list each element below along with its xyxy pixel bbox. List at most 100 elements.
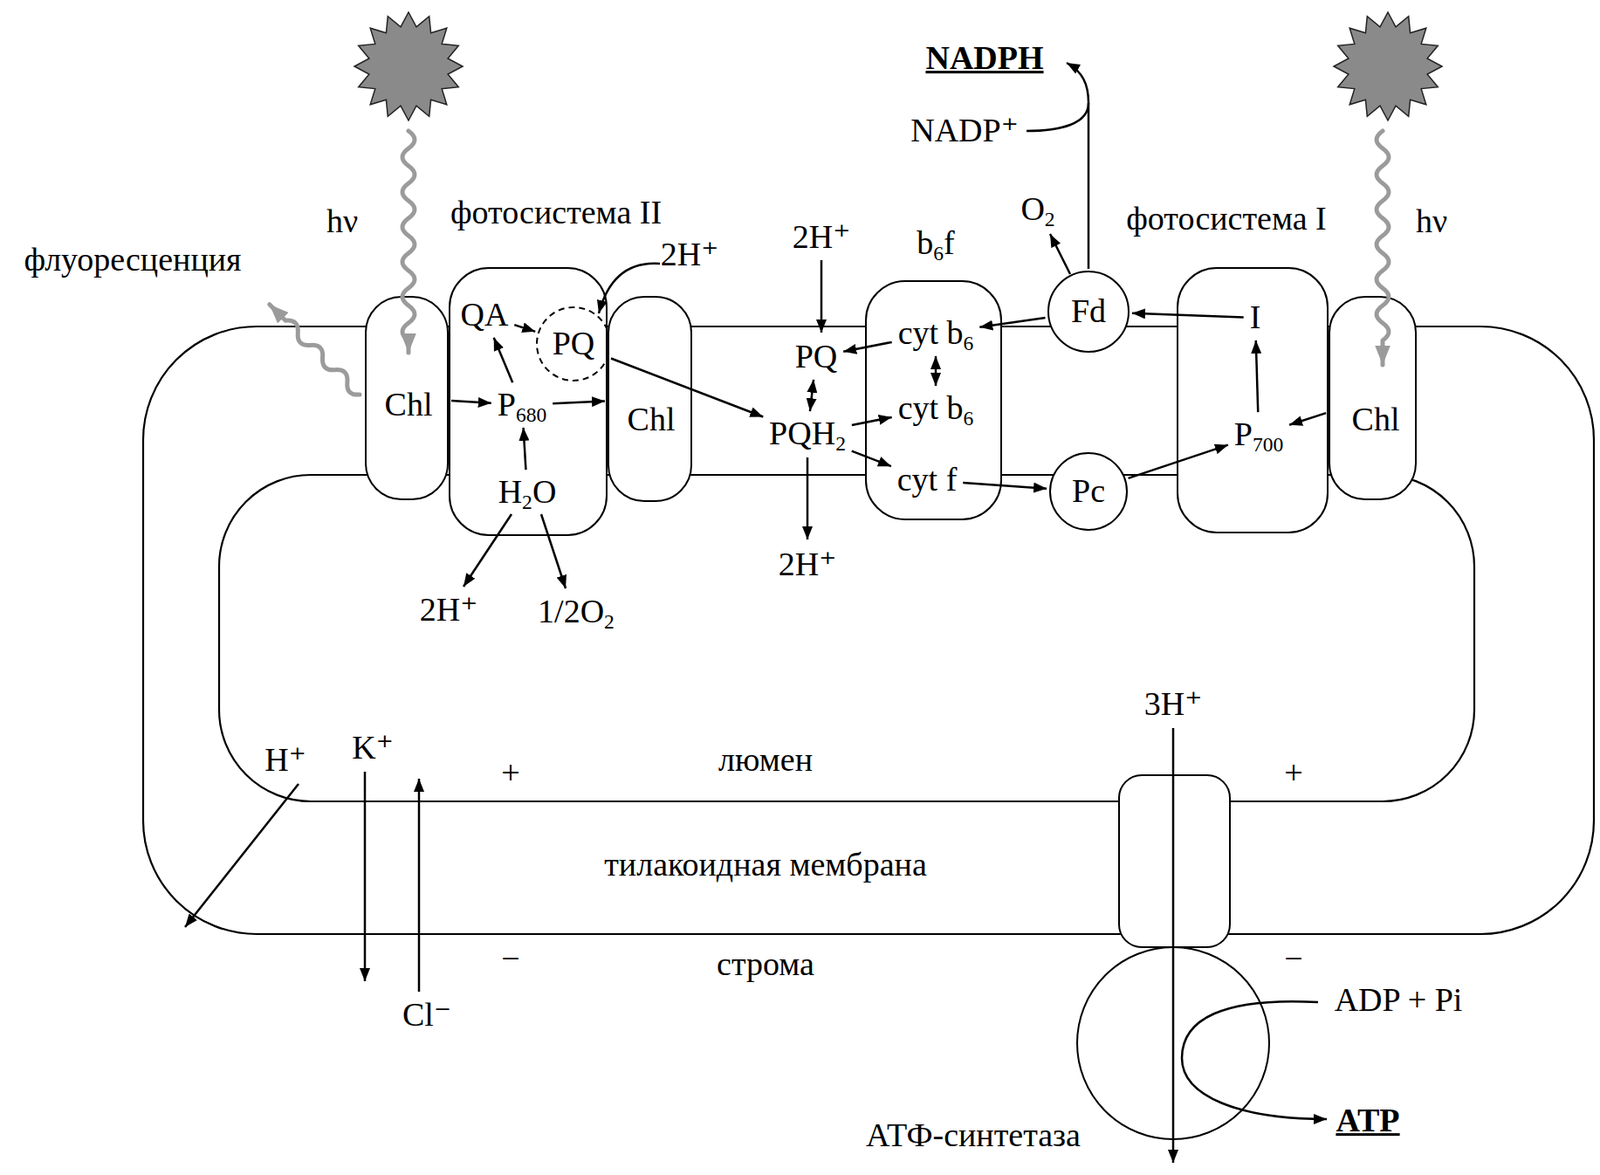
annotation-label: hν	[1415, 203, 1448, 241]
proton-arrow	[820, 260, 824, 333]
atp-synthesis-arrow	[1181, 1001, 1327, 1120]
annotation-label: тилакоидная мембрана	[604, 846, 928, 884]
annotation-label: NADP⁺	[910, 112, 1019, 150]
electron-transfer-arrow	[962, 482, 1047, 489]
annotation-label: ADP + Pi	[1334, 981, 1463, 1019]
node-text: H2O	[498, 473, 557, 511]
node-text: Chl	[627, 401, 676, 439]
annotation-label: люмен	[718, 741, 813, 779]
node-text: Chl	[384, 386, 433, 424]
node-text: фотосистема I	[1126, 200, 1327, 238]
cofactor-node: P680	[494, 384, 550, 426]
water-node: H2O	[494, 472, 561, 513]
subscript: 2	[604, 610, 615, 633]
circle-border	[1048, 271, 1129, 352]
annotation-label: 2H⁺	[792, 219, 852, 256]
cofactor-node: I	[1246, 297, 1265, 338]
ferredoxin-circle: Fd	[1047, 270, 1130, 353]
annotation-label: −	[501, 940, 520, 978]
plastoquinone-site: PQ	[535, 306, 612, 382]
subscript: 700	[1252, 432, 1284, 456]
annotation-label: 1/2O2	[537, 593, 615, 631]
annotation-label: −	[1284, 940, 1303, 978]
node-text: Fd	[1071, 293, 1106, 330]
light-wave-arrow	[1376, 130, 1389, 365]
photosystem-box: фотосистема IIP700	[1176, 267, 1329, 534]
node-text: АТФ-синтетаза	[865, 1117, 1081, 1154]
node-text: Chl	[1352, 401, 1401, 439]
annotation-label: H⁺	[264, 741, 307, 779]
circle-border	[536, 307, 611, 381]
annotation-label: 2H⁺	[778, 546, 838, 584]
product-label: ATP	[1335, 1102, 1400, 1140]
node-text: I	[1249, 299, 1262, 337]
atp-synthase-stalk	[1119, 775, 1230, 948]
plastocyanin-circle: Pc	[1049, 452, 1128, 531]
oxygen-arrow	[541, 514, 566, 589]
subscript: 2	[835, 432, 846, 455]
node-text: P700	[1234, 416, 1284, 454]
electron-transfer-arrow	[514, 324, 536, 332]
node-text: cyt b6	[898, 315, 975, 352]
electron-transfer-arrow	[934, 356, 938, 386]
annotation-label: +	[1284, 755, 1303, 792]
node-text: b6f	[916, 225, 955, 262]
electron-transfer-arrow	[494, 337, 514, 384]
annotation-label: 2H⁺	[419, 591, 479, 629]
plastoquinone-node: PQ	[791, 336, 842, 378]
annotation-label: K⁺	[351, 729, 394, 767]
cofactor-node: QA	[457, 295, 513, 336]
annotation-label: флуоресценция	[23, 241, 241, 279]
electron-transfer-arrow	[552, 400, 605, 404]
subscript: 6	[933, 241, 944, 265]
electron-transfer-arrow	[1289, 412, 1326, 426]
ion-arrow	[363, 771, 367, 982]
nadp-curve	[1026, 103, 1089, 131]
sun-icon	[1333, 12, 1443, 121]
cytochrome-node: cyt f	[893, 460, 962, 501]
oxygen-arrow	[1050, 233, 1071, 275]
annotation-label: Cl⁻	[402, 996, 452, 1034]
subscript: 2	[521, 490, 533, 514]
nadph-arrow	[1066, 62, 1089, 269]
node-text: cyt f	[897, 461, 958, 499]
subscript: 6	[963, 406, 975, 430]
electron-transfer-arrow	[1132, 313, 1244, 318]
circle-border	[1050, 453, 1127, 530]
proton-arrow	[463, 514, 512, 587]
cofactor-node: P700	[1230, 414, 1287, 455]
proton-flow-arrow	[1172, 727, 1175, 1163]
annotation-label: 2H⁺	[660, 236, 720, 274]
electron-transfer-arrow	[1128, 445, 1229, 479]
sun-icon	[354, 12, 463, 121]
electron-transfer-arrow	[451, 400, 492, 404]
electron-transfer-arrow	[843, 342, 892, 352]
antenna-box: Chl	[1328, 295, 1417, 501]
node-text: фотосистема II	[450, 194, 662, 232]
fluorescence-wave-arrow	[266, 301, 364, 399]
annotation-label: строма	[716, 946, 815, 983]
node-text: PQ	[795, 338, 838, 376]
ion-arrow	[185, 783, 299, 928]
proton-arrow	[598, 263, 660, 314]
subscript: 2	[1044, 207, 1056, 231]
annotation-label: 3H⁺	[1144, 686, 1203, 723]
electron-transfer-arrow	[979, 317, 1045, 328]
annotation-label: hν	[326, 203, 358, 241]
node-text: QA	[460, 296, 509, 334]
cytochrome-node: cyt b6	[894, 388, 978, 429]
electron-transfer-arrow	[611, 358, 763, 418]
cytochrome-node: cyt b6	[894, 313, 978, 354]
subscript: 6	[963, 331, 975, 355]
antenna-box: Chl	[607, 295, 693, 502]
node-text: Pc	[1071, 473, 1106, 510]
node-text: PQ	[552, 325, 596, 363]
node-text: cyt b6	[898, 390, 975, 427]
node-text: PQH2	[769, 415, 846, 453]
light-wave-arrow	[402, 130, 415, 353]
ion-arrow	[418, 778, 421, 992]
proton-arrow	[806, 457, 810, 540]
plastoquinol-node: PQH2	[765, 413, 850, 454]
